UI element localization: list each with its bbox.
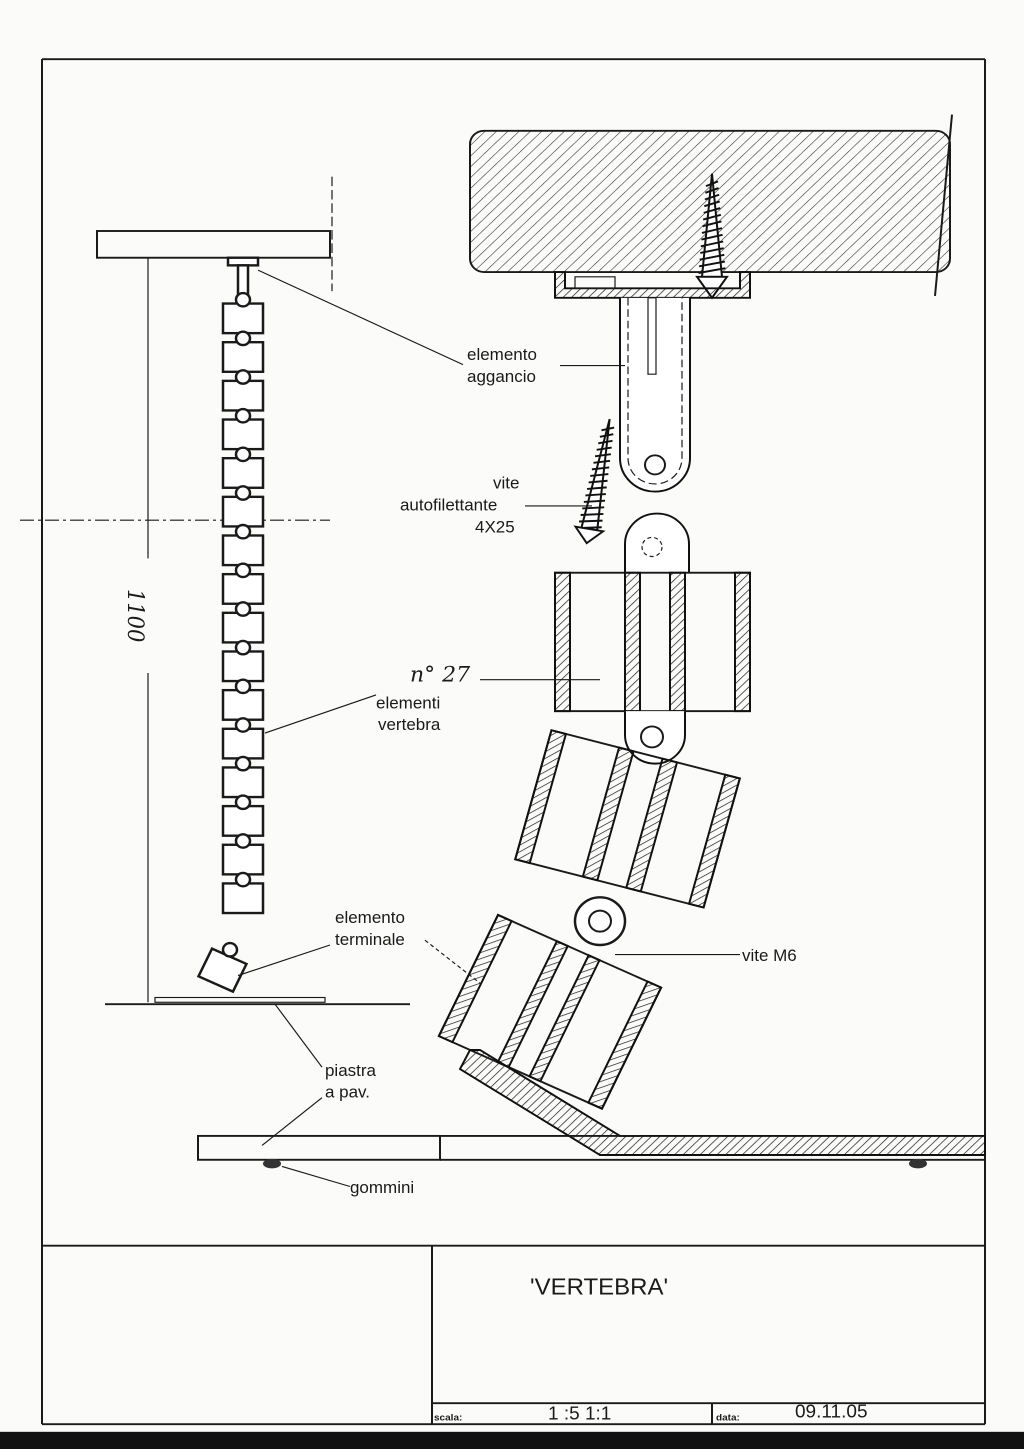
vertebra-block <box>221 534 265 567</box>
vertebra-block <box>221 302 265 335</box>
label-hook-2: aggancio <box>467 367 536 386</box>
label-terminal-2: terminale <box>335 930 405 949</box>
vertebra-joint <box>234 330 252 347</box>
vertebra-joint <box>234 407 252 424</box>
label-terminal-1: elemento <box>335 908 405 927</box>
date-label: data: <box>716 1413 740 1424</box>
label-plate-1: piastra <box>325 1061 377 1080</box>
vertebra-block <box>221 495 265 528</box>
side-view: 1100 <box>20 176 410 1006</box>
vertebra-block <box>221 727 265 760</box>
label-screw-3: 4X25 <box>475 518 515 537</box>
date-value: 09.11.05 <box>795 1401 868 1422</box>
vertebra-joint <box>234 485 252 501</box>
vertebra-block <box>221 572 265 605</box>
vertebra-joint <box>234 755 252 772</box>
vertebra-block <box>221 804 265 837</box>
vertebra-block <box>221 456 265 489</box>
scale-value: 1 :5 1:1 <box>548 1403 611 1424</box>
label-count: n° 27 <box>410 663 470 687</box>
vertebra-block <box>221 379 265 412</box>
drawing-title: 'VERTEBRA' <box>530 1274 668 1299</box>
vertebra-joint <box>234 833 252 849</box>
vertebra-joint <box>234 794 252 811</box>
label-plate-2: a pav. <box>325 1083 370 1102</box>
title-block: 'VERTEBRA' scala: 1 :5 1:1 data: 09.11.0… <box>42 1244 985 1425</box>
terminal-element-detail <box>437 913 663 1110</box>
vertebra-block <box>221 418 265 451</box>
label-vertebra-1: elementi <box>376 694 440 713</box>
label-bolt: vite M6 <box>742 947 797 966</box>
vertebra-chain <box>221 291 265 915</box>
label-hook-1: elemento <box>467 345 537 364</box>
vertebra-block <box>221 611 265 644</box>
label-feet: gommini <box>350 1179 414 1198</box>
detail-view <box>197 114 986 1169</box>
vertebra-joint <box>234 369 252 385</box>
vertebra-block <box>221 688 265 721</box>
vertebra-joint <box>234 562 252 579</box>
dimension-height: 1100 <box>122 589 148 642</box>
base-plate-wedge <box>458 1049 986 1156</box>
floor-plate <box>197 1134 441 1161</box>
label-screw-1: vite <box>493 474 519 493</box>
label-screw-2: autofilettante <box>400 496 497 515</box>
vertebra-joint <box>234 523 252 540</box>
self-tapping-screw <box>573 418 615 545</box>
vertebra-block <box>221 341 265 373</box>
vertebra-joint <box>234 601 252 617</box>
vertebra-joint <box>234 446 252 463</box>
leader-lines <box>237 269 740 1188</box>
rubber-foot <box>909 1158 927 1169</box>
beam-screw <box>695 173 729 300</box>
vertebra-block <box>221 882 265 915</box>
rubber-foot <box>263 1158 281 1169</box>
label-vertebra-2: vertebra <box>378 716 441 735</box>
terminal-element <box>196 947 249 994</box>
vertebra-joint <box>234 291 252 308</box>
drawing-frame <box>0 58 1024 1449</box>
vertebra-detail <box>554 512 751 765</box>
vertebra-block <box>221 650 265 683</box>
vertebra-joint <box>234 678 252 695</box>
hook-element <box>619 297 691 493</box>
vertebra-block <box>221 766 265 799</box>
vertebra-block <box>221 843 265 876</box>
vertebra-joint <box>234 871 252 888</box>
scale-label: scala: <box>434 1413 462 1424</box>
vertebra-detail-rotated <box>513 729 742 909</box>
vertebra-joint <box>234 717 252 733</box>
vertebra-joint <box>234 639 252 656</box>
